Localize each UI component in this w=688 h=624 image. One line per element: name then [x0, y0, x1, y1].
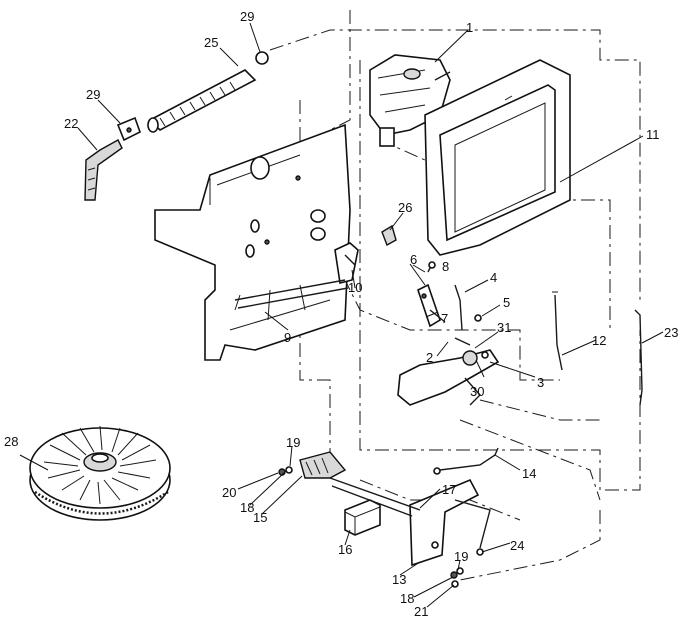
callout-19-left: 19 — [286, 435, 300, 450]
callout-14: 14 — [522, 466, 536, 481]
fuel-tank — [424, 59, 571, 256]
callout-15: 15 — [253, 510, 267, 525]
callout-23: 23 — [664, 325, 678, 340]
callout-19-right: 19 — [454, 549, 468, 564]
governor-lever — [417, 261, 446, 328]
callout-18-right: 18 — [400, 591, 414, 606]
callout-13: 13 — [392, 572, 406, 587]
callout-9: 9 — [284, 330, 291, 345]
bracket-10 — [334, 242, 359, 284]
callout-6: 6 — [410, 252, 417, 267]
callout-2: 2 — [426, 350, 433, 365]
wire-14 — [433, 447, 499, 475]
lower-link — [329, 477, 421, 517]
callout-11: 11 — [646, 127, 660, 142]
callout-29-top: 29 — [240, 9, 254, 24]
callout-30: 30 — [470, 384, 484, 399]
arm-24 — [454, 499, 491, 556]
block-16 — [344, 499, 381, 536]
callout-29-left: 29 — [86, 87, 100, 102]
callout-18-left: 18 — [240, 500, 254, 515]
callout-5: 5 — [503, 295, 510, 310]
callout-16: 16 — [338, 542, 352, 557]
link-rod-4 — [454, 284, 482, 331]
flywheel — [29, 425, 171, 521]
spring-12 — [552, 291, 563, 371]
callout-7: 7 — [441, 311, 448, 326]
callout-1: 1 — [466, 20, 473, 35]
clip-26 — [381, 224, 397, 247]
control-panel — [154, 123, 351, 361]
coil-spring — [84, 139, 123, 201]
callout-8: 8 — [442, 259, 449, 274]
callout-21: 21 — [414, 604, 428, 619]
callout-3: 3 — [537, 375, 544, 390]
throttle-plate — [397, 337, 500, 406]
callout-4: 4 — [490, 270, 497, 285]
callout-labels: 1 29 25 29 22 11 26 6 8 4 5 10 9 7 31 2 … — [4, 9, 678, 619]
washer-29 — [116, 116, 141, 142]
rod-23 — [634, 309, 643, 406]
pins-18-19-20-21 — [278, 466, 464, 588]
callout-12: 12 — [592, 333, 606, 348]
callout-22: 22 — [64, 116, 78, 131]
leader-lines — [19, 22, 664, 608]
callout-26: 26 — [398, 200, 412, 215]
callout-28: 28 — [4, 434, 18, 449]
spring-tube — [147, 51, 269, 133]
callout-24: 24 — [510, 538, 524, 553]
callout-25: 25 — [204, 35, 218, 50]
callout-20: 20 — [222, 485, 236, 500]
callout-10: 10 — [348, 280, 362, 295]
callout-17: 17 — [442, 482, 456, 497]
coil-guide-15 — [299, 451, 347, 479]
callout-31: 31 — [497, 320, 511, 335]
